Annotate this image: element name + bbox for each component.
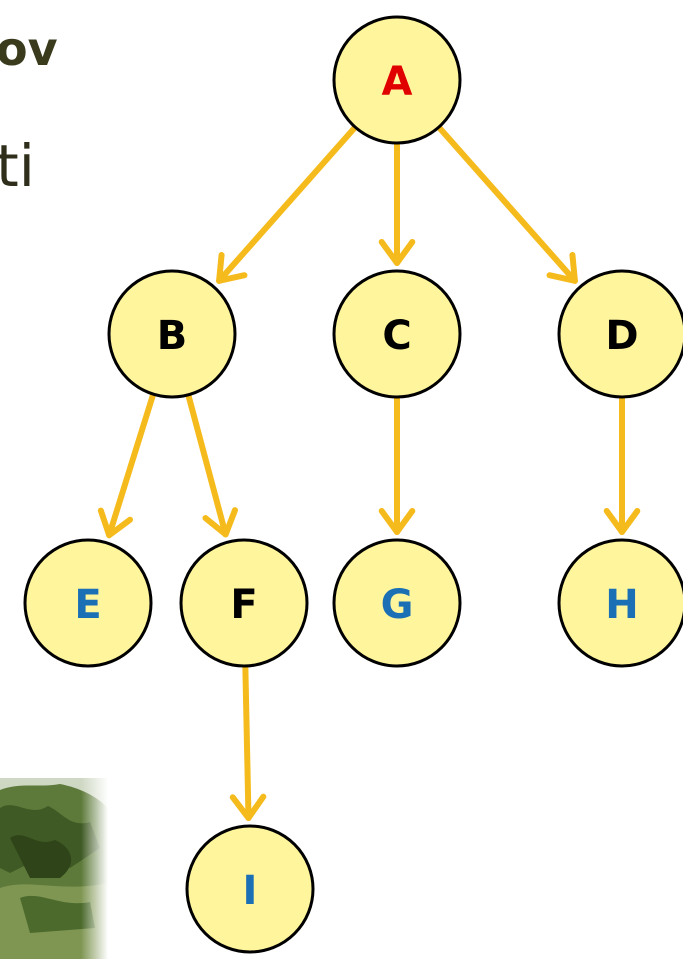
node-label: F	[230, 582, 257, 628]
edge-D-H	[603, 392, 641, 535]
node-label: I	[243, 868, 258, 914]
edge-line	[434, 122, 578, 284]
edge-line	[242, 660, 252, 822]
arrowhead-icon	[216, 251, 248, 284]
node-circle	[557, 269, 683, 399]
arrowhead-icon	[202, 507, 238, 538]
node-A: A	[332, 15, 462, 145]
node-circle	[332, 15, 462, 145]
node-D: D	[557, 269, 683, 399]
node-E: E	[23, 538, 153, 668]
node-label: G	[381, 582, 414, 628]
arrowhead-icon	[229, 793, 267, 822]
edge-line	[106, 389, 157, 539]
arrowhead-icon	[378, 507, 416, 535]
node-C: C	[332, 269, 462, 399]
edge-F-I	[229, 660, 267, 822]
node-B: B	[107, 269, 237, 399]
node-circle	[185, 824, 315, 954]
edge-A-B	[216, 122, 360, 284]
tree-nodes: A B C D E F G H I	[23, 15, 683, 954]
node-I: I	[185, 824, 315, 954]
node-circle	[107, 269, 237, 399]
node-circle	[179, 538, 309, 668]
edge-A-C	[378, 138, 416, 266]
node-H: H	[557, 538, 683, 668]
node-G: G	[332, 538, 462, 668]
slide-text-fragment: ti	[0, 132, 35, 200]
node-circle	[332, 269, 462, 399]
arrowhead-icon	[603, 507, 641, 535]
edge-B-F	[184, 389, 238, 538]
tree-photo-image	[0, 778, 108, 959]
node-circle	[557, 538, 683, 668]
edge-A-D	[434, 122, 578, 284]
node-label: B	[157, 313, 188, 359]
node-label: A	[382, 59, 413, 105]
edge-line	[184, 389, 229, 538]
node-circle	[23, 538, 153, 668]
edge-C-G	[378, 392, 416, 535]
tree-edges	[97, 122, 641, 822]
arrowhead-icon	[97, 507, 134, 539]
arrowhead-icon	[378, 238, 416, 266]
node-F: F	[179, 538, 309, 668]
node-circle	[332, 538, 462, 668]
node-label: C	[382, 313, 411, 359]
edge-line	[216, 122, 360, 284]
node-label: D	[605, 313, 638, 359]
edge-B-E	[97, 389, 157, 539]
slide-title-fragment: ov	[0, 22, 58, 76]
node-label: H	[605, 582, 638, 628]
arrowhead-icon	[546, 251, 578, 284]
node-label: E	[74, 582, 101, 628]
